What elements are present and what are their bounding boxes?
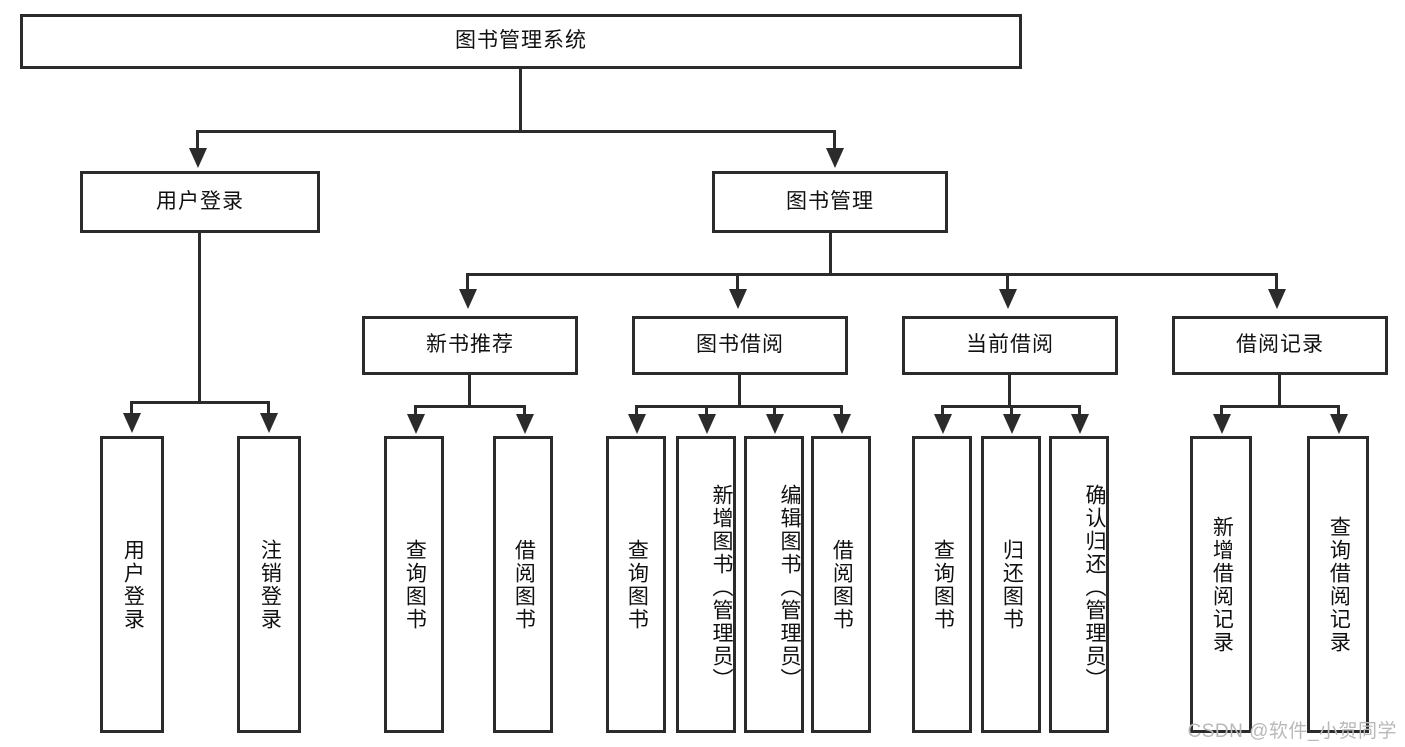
node-new-book-recommend[interactable]: 新书推荐 — [362, 316, 578, 375]
connector-borrow-record-bus — [1220, 405, 1340, 408]
connector-book-borrow-drop-1 — [705, 405, 708, 417]
node-label: 图书管理系统 — [455, 29, 587, 53]
connector-user-login-drop-0 — [130, 401, 133, 416]
arrow-down-icon — [934, 414, 952, 434]
connector-current-borrow-stem — [1008, 375, 1011, 407]
node-label: 当前借阅 — [966, 333, 1054, 357]
leaf-edit-book-admin[interactable]: 编辑图书（管理员） — [744, 436, 804, 733]
arrow-down-icon — [123, 413, 141, 433]
arrow-down-icon — [260, 413, 278, 433]
leaf-query-book-borrow[interactable]: 查询图书 — [606, 436, 666, 733]
node-label: 查询图书 — [403, 538, 427, 631]
node-label: 用户登录 — [156, 189, 244, 213]
arrow-down-icon — [1268, 289, 1286, 309]
node-label: 新增借阅记录 — [1210, 515, 1234, 654]
connector-book-borrow-bus — [635, 405, 843, 408]
leaf-add-borrow-record[interactable]: 新增借阅记录 — [1190, 436, 1252, 733]
node-label: 图书借阅 — [696, 333, 784, 357]
arrow-down-icon — [516, 414, 534, 434]
connector-level2-drop-2 — [1006, 273, 1009, 291]
node-book-management[interactable]: 图书管理 — [712, 171, 948, 233]
leaf-confirm-return-admin[interactable]: 确认归还（管理员） — [1049, 436, 1109, 733]
node-root-book-management-system[interactable]: 图书管理系统 — [20, 14, 1022, 69]
connector-current-borrow-drop-0 — [941, 405, 944, 417]
node-label: 借阅图书 — [512, 538, 536, 631]
connector-borrow-record-drop-1 — [1337, 405, 1340, 417]
node-book-borrow[interactable]: 图书借阅 — [632, 316, 848, 375]
arrow-down-icon — [729, 289, 747, 309]
arrow-down-icon — [698, 414, 716, 434]
connector-book-borrow-drop-0 — [635, 405, 638, 417]
node-label: 图书管理 — [786, 189, 874, 213]
node-label: 查询图书 — [625, 538, 649, 631]
connector-user-login-stem — [198, 233, 201, 403]
connector-new-book-bus — [414, 405, 526, 408]
node-label: 新书推荐 — [426, 333, 514, 357]
node-label: 归还图书 — [1000, 538, 1024, 631]
node-label: 查询借阅记录 — [1327, 515, 1351, 654]
arrow-down-icon — [766, 414, 784, 434]
node-label: 借阅记录 — [1236, 333, 1324, 357]
node-label: 确认归还（管理员） — [1083, 484, 1106, 691]
connector-current-borrow-drop-2 — [1078, 405, 1081, 417]
connector-level2-bus — [466, 273, 1278, 276]
node-label: 查询图书 — [931, 538, 955, 631]
arrow-down-icon — [1071, 414, 1089, 434]
connector-level2-drop-3 — [1275, 273, 1278, 291]
arrow-down-icon — [833, 414, 851, 434]
connector-user-login-bus — [130, 401, 270, 404]
arrow-down-icon — [189, 148, 207, 168]
connector-new-book-drop-0 — [414, 405, 417, 417]
leaf-user-login[interactable]: 用户登录 — [100, 436, 164, 733]
connector-book-borrow-drop-3 — [840, 405, 843, 417]
leaf-logout[interactable]: 注销登录 — [237, 436, 301, 733]
connector-level1-drop-1 — [833, 130, 836, 150]
arrow-down-icon — [826, 148, 844, 168]
arrow-down-icon — [1213, 414, 1231, 434]
node-label: 注销登录 — [258, 538, 282, 631]
connector-new-book-drop-1 — [523, 405, 526, 417]
connector-level1-bus — [196, 130, 836, 133]
arrow-down-icon — [999, 289, 1017, 309]
leaf-query-borrow-record[interactable]: 查询借阅记录 — [1307, 436, 1369, 733]
leaf-return-book[interactable]: 归还图书 — [981, 436, 1041, 733]
connector-current-borrow-drop-1 — [1010, 405, 1013, 417]
connector-user-login-drop-1 — [267, 401, 270, 416]
leaf-query-book-recommend[interactable]: 查询图书 — [384, 436, 444, 733]
connector-borrow-record-stem — [1278, 375, 1281, 407]
arrow-down-icon — [407, 414, 425, 434]
connector-new-book-stem — [468, 375, 471, 407]
arrow-down-icon — [1330, 414, 1348, 434]
node-borrow-record[interactable]: 借阅记录 — [1172, 316, 1388, 375]
node-label: 用户登录 — [121, 538, 145, 631]
node-user-login[interactable]: 用户登录 — [80, 171, 320, 233]
arrow-down-icon — [1003, 414, 1021, 434]
arrow-down-icon — [628, 414, 646, 434]
connector-borrow-record-drop-0 — [1220, 405, 1223, 417]
connector-book-borrow-stem — [738, 375, 741, 407]
connector-book-borrow-drop-2 — [773, 405, 776, 417]
leaf-add-book-admin[interactable]: 新增图书（管理员） — [676, 436, 736, 733]
connector-book-management-stem — [829, 233, 832, 275]
connector-level2-drop-1 — [736, 273, 739, 291]
arrow-down-icon — [459, 289, 477, 309]
connector-level1-drop-0 — [196, 130, 199, 150]
leaf-query-book-current[interactable]: 查询图书 — [912, 436, 972, 733]
node-label: 借阅图书 — [830, 538, 854, 631]
node-label: 编辑图书（管理员） — [778, 484, 801, 691]
connector-level2-drop-0 — [466, 273, 469, 291]
leaf-borrow-book[interactable]: 借阅图书 — [811, 436, 871, 733]
connector-root-stem — [519, 69, 522, 132]
leaf-borrow-book-recommend[interactable]: 借阅图书 — [493, 436, 553, 733]
node-current-borrow[interactable]: 当前借阅 — [902, 316, 1118, 375]
node-label: 新增图书（管理员） — [710, 484, 733, 691]
